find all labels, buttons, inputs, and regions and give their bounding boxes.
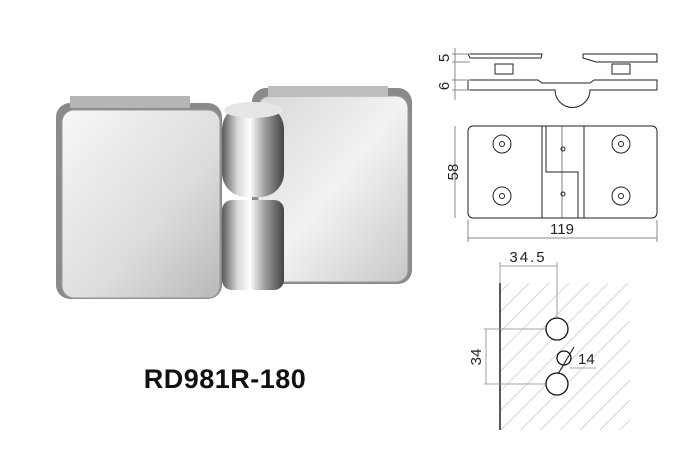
model-number: RD981R-180 bbox=[143, 364, 307, 394]
dim-side-5: 5 bbox=[436, 54, 453, 62]
dim-width-119: 119 bbox=[550, 221, 574, 238]
dim-hole-spacing: 34 bbox=[468, 349, 485, 366]
glass-cutout-drawing bbox=[484, 262, 630, 430]
dim-hole-diameter: 14 bbox=[578, 351, 595, 368]
front-view-drawing bbox=[454, 125, 658, 242]
side-view-drawing bbox=[452, 48, 658, 108]
hinge-photo bbox=[56, 86, 412, 299]
dim-height-58: 58 bbox=[445, 164, 462, 181]
dim-side-6: 6 bbox=[436, 82, 453, 90]
dim-edge-offset: 34.5 bbox=[509, 249, 546, 266]
